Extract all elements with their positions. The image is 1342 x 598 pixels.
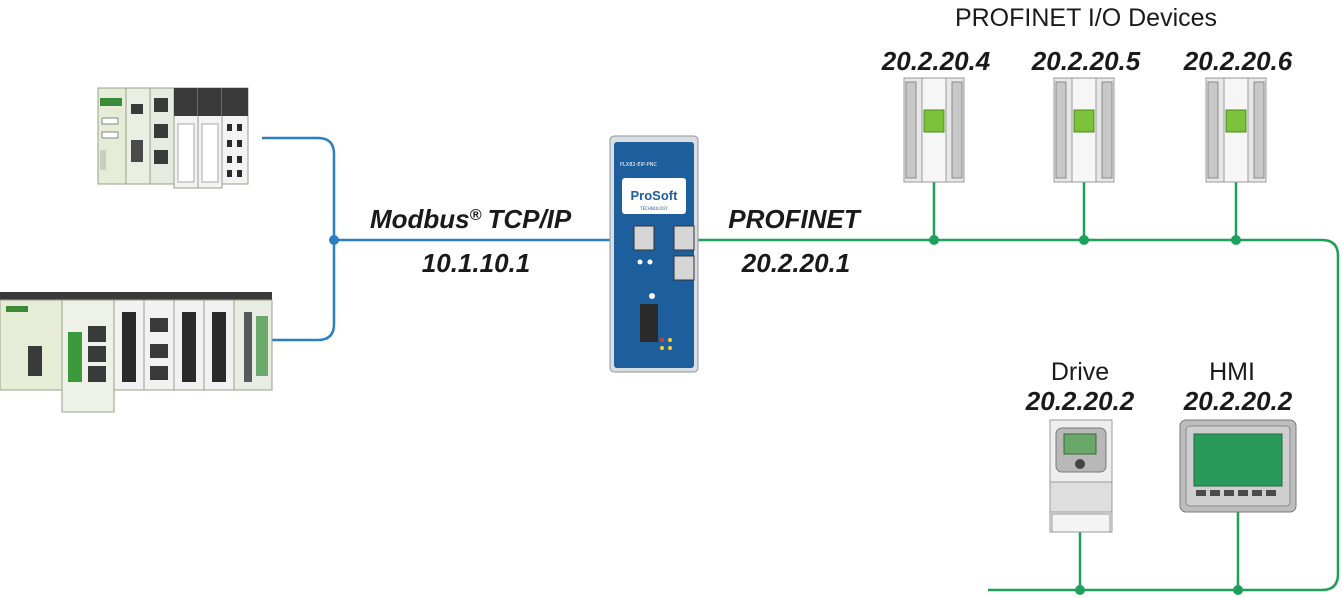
modbus-label-suffix: TCP/IP — [487, 204, 571, 234]
gateway-model-label: PLX82-EIP-PNC — [620, 162, 657, 168]
gateway-profinet-port-2 — [673, 255, 695, 281]
profinet-node-hmi — [1233, 585, 1243, 595]
profinet-node-io-3 — [1231, 235, 1241, 245]
gateway-power-terminal — [640, 304, 658, 342]
modbus-network-lines — [262, 136, 640, 342]
modbus-line-upper-plc — [262, 136, 336, 240]
lower-plc-io-modules — [113, 299, 273, 391]
drive-label: Drive — [1051, 358, 1109, 386]
profinet-junction-nodes — [929, 235, 1243, 595]
modbus-protocol-label: Modbus® TCP/IP — [370, 204, 572, 234]
io-devices-title: PROFINET I/O Devices — [955, 4, 1217, 32]
profinet-main-line — [688, 238, 1340, 592]
gateway-brand-sub: TECHNOLOGY — [639, 206, 668, 211]
profinet-ip: 20.2.20.1 — [741, 248, 850, 278]
modbus-junction-node — [329, 235, 339, 245]
profinet-network-lines — [688, 182, 1340, 592]
io-device-2 — [1053, 77, 1115, 183]
profinet-node-drive — [1075, 585, 1085, 595]
profinet-protocol-label: PROFINET — [728, 204, 862, 234]
gateway-profinet-port-1 — [673, 225, 695, 251]
io-device-1 — [903, 77, 965, 183]
gateway-modbus-port — [633, 225, 655, 251]
lower-plc-rack — [0, 292, 273, 413]
modbus-ip: 10.1.10.1 — [422, 248, 530, 278]
modbus-line-lower-plc — [272, 240, 336, 342]
gateway-brand-logo: ProSoft — [631, 188, 679, 203]
modbus-label-prefix: Modbus — [370, 204, 470, 234]
hmi-label: HMI — [1209, 358, 1255, 386]
upper-plc-rack — [97, 87, 249, 189]
io-device-3 — [1205, 77, 1267, 183]
hmi-ip: 20.2.20.2 — [1183, 386, 1293, 416]
profinet-node-io-1 — [929, 235, 939, 245]
io-device-2-ip: 20.2.20.5 — [1031, 46, 1141, 76]
drive-ip: 20.2.20.2 — [1025, 386, 1135, 416]
registered-mark: ® — [470, 207, 482, 224]
io-device-1-ip: 20.2.20.4 — [881, 46, 991, 76]
drive-device — [1049, 419, 1113, 533]
hmi-device — [1179, 419, 1297, 513]
io-device-3-ip: 20.2.20.6 — [1183, 46, 1293, 76]
gateway-device: PLX82-EIP-PNC ProSoft TECHNOLOGY — [609, 135, 699, 373]
profinet-node-io-2 — [1079, 235, 1089, 245]
